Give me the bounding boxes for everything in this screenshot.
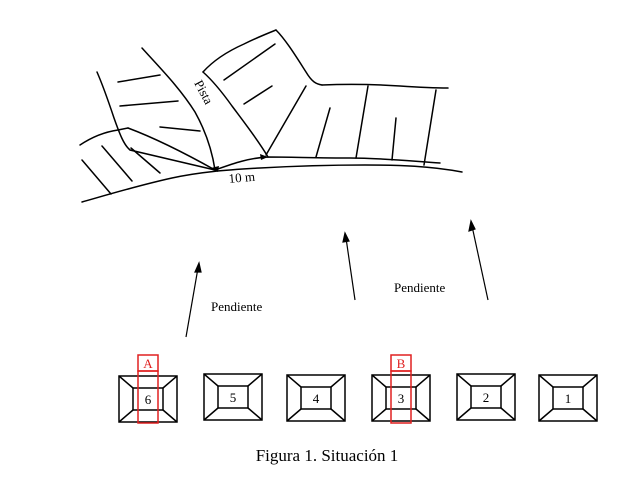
slope-arrowhead: [194, 261, 202, 273]
pit-edge: [203, 407, 219, 421]
pit-edge: [456, 407, 472, 421]
terrain-hatch: [159, 126, 201, 132]
junction-marks: [211, 154, 268, 172]
pit: 6: [118, 375, 178, 423]
pit: 1: [538, 374, 598, 422]
terrain-contour: [275, 29, 323, 86]
pit-edge: [286, 374, 302, 388]
terrain-contour: [127, 127, 216, 171]
pit-edge: [538, 408, 554, 422]
pit-edge: [371, 408, 387, 422]
pit-number: 1: [565, 391, 572, 406]
pit-edge: [371, 374, 387, 388]
width-label: 10 m: [228, 169, 256, 186]
pit-edge: [330, 374, 346, 388]
marker-strip: [137, 370, 159, 424]
terrain-contour: [321, 83, 449, 89]
slope-arrow-line: [471, 225, 489, 301]
pit: 4: [286, 374, 346, 422]
terrain-contour: [202, 29, 277, 73]
pit-edge: [330, 408, 346, 422]
pit-edge: [118, 375, 134, 389]
junction-arrowhead: [211, 166, 219, 172]
pit-edge: [500, 373, 516, 387]
pit-edge: [582, 374, 598, 388]
slope-arrow-line: [185, 267, 199, 338]
track-edge: [141, 47, 216, 171]
terrain-hatch: [391, 117, 397, 161]
road-edge: [81, 164, 463, 203]
pit-edge: [203, 373, 219, 387]
terrain-hatch: [119, 100, 179, 107]
junction-arrowhead: [260, 154, 268, 160]
pit-outer-square: [203, 373, 263, 421]
pit-edge: [162, 409, 178, 423]
terrain-hatch: [265, 85, 307, 156]
slope-arrowhead: [342, 231, 350, 243]
pit: 5: [203, 373, 263, 421]
pit-inner-square: [300, 386, 332, 410]
marker-label: B: [397, 356, 406, 371]
terrain-hatch: [315, 107, 331, 158]
terrain-hatch: [130, 147, 161, 174]
pit: 2: [456, 373, 516, 421]
road-edge: [214, 156, 441, 171]
terrain-contour: [79, 127, 129, 146]
pit-inner-square: [132, 387, 164, 411]
slope-arrow-line: [345, 237, 356, 301]
slope-label: Pendiente: [394, 280, 445, 295]
pit: 3: [371, 374, 431, 422]
terrain-hatch: [101, 145, 133, 182]
pit-number: 3: [398, 391, 405, 406]
terrain-hatch: [355, 85, 369, 159]
pit-edge: [415, 408, 431, 422]
slope-label: Pendiente: [211, 299, 262, 314]
pit-inner-square: [385, 386, 417, 410]
pit-number: 5: [230, 390, 237, 405]
pit-inner-square: [552, 386, 584, 410]
pit-edge: [247, 373, 263, 387]
pit-edge: [162, 375, 178, 389]
pit-number: 6: [145, 392, 152, 407]
pit-edge: [247, 407, 263, 421]
slope-arrows: [185, 219, 489, 338]
marker-strip: [390, 370, 412, 424]
pit-outer-square: [371, 374, 431, 422]
terrain-hatch: [117, 74, 161, 83]
terrain-hatch: [81, 159, 112, 195]
pit-edge: [456, 373, 472, 387]
pit-outer-square: [118, 375, 178, 423]
terrain-contour: [96, 71, 216, 171]
terrain-hatch: [423, 89, 437, 166]
slope-arrowhead: [468, 219, 476, 232]
pit-outer-square: [456, 373, 516, 421]
figure-caption: Figura 1. Situación 1: [256, 446, 399, 465]
pit-edge: [286, 408, 302, 422]
pit-outer-square: [538, 374, 598, 422]
marker: A: [137, 354, 159, 424]
pit-edge: [415, 374, 431, 388]
pit-edge: [538, 374, 554, 388]
terrain-hatch: [223, 43, 276, 81]
pit-number: 4: [313, 391, 320, 406]
pit-edge: [582, 408, 598, 422]
terrain-hatch: [243, 85, 273, 105]
marker: B: [390, 354, 412, 424]
pit-number: 2: [483, 390, 490, 405]
pit-inner-square: [470, 385, 502, 409]
pit-edge: [500, 407, 516, 421]
track-edge: [202, 71, 269, 158]
marker-label: A: [143, 356, 153, 371]
pit-outer-square: [286, 374, 346, 422]
pit-row: 6 5 4 3 2 1: [118, 373, 598, 423]
pit-edge: [118, 409, 134, 423]
pit-inner-square: [217, 385, 249, 409]
terrain-drawing: [79, 29, 463, 203]
